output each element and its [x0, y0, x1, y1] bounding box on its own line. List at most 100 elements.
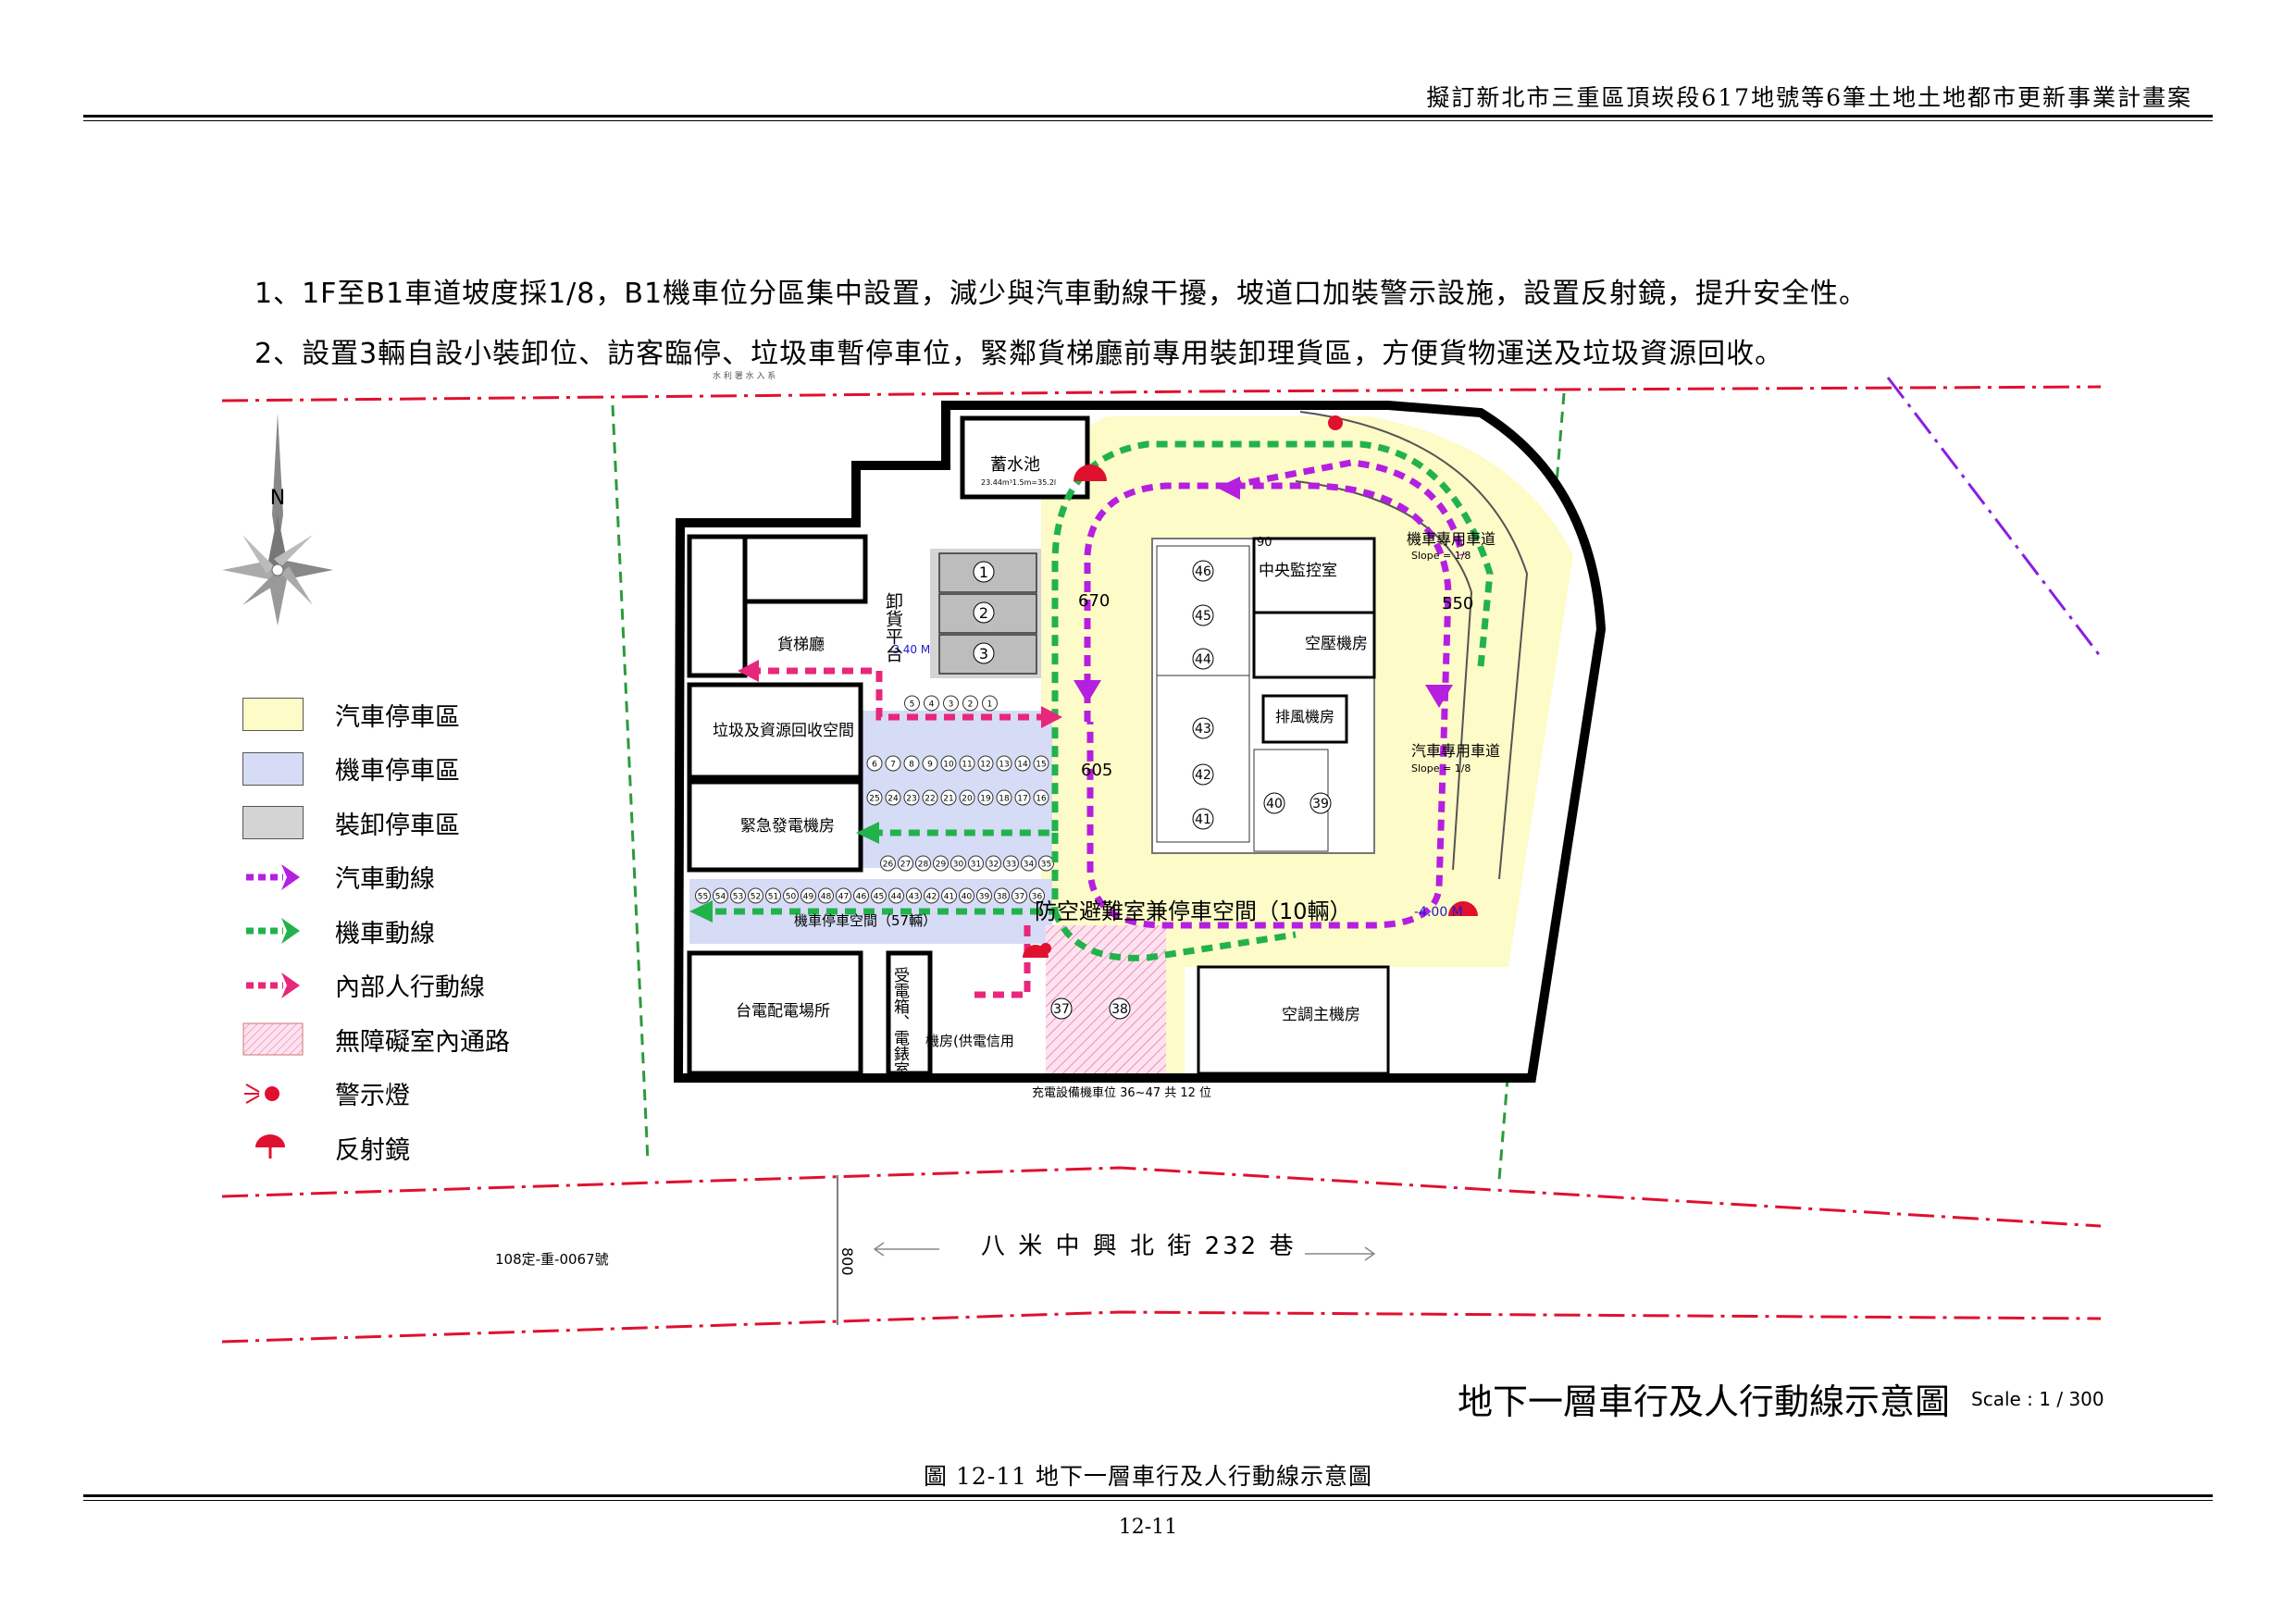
car-spot-46: 46 — [1192, 560, 1214, 582]
moto-spot-marker — [959, 789, 975, 806]
moto-spot-marker — [713, 887, 728, 904]
moto-spot-marker — [866, 789, 883, 806]
moto-route — [875, 440, 1494, 836]
moto-spot-marker — [962, 695, 978, 712]
room-power — [687, 950, 863, 1076]
moto-spot-19: 19 — [980, 795, 991, 804]
moto-spot-26: 26 — [883, 861, 894, 870]
moto-spot-marker — [880, 855, 896, 872]
legend-label: 機車動線 — [335, 919, 435, 948]
moto-spot-37: 37 — [1014, 893, 1024, 902]
legend-item-4: 機車動線 — [242, 912, 435, 949]
label-moto-area: 機車停車空間（57輛） — [794, 912, 937, 929]
svg-text:46: 46 — [1195, 564, 1211, 579]
svg-text:42: 42 — [1195, 768, 1211, 783]
moto-spot-marker — [968, 855, 984, 872]
label-unload-platform: 卸貨平台 — [883, 592, 903, 663]
moto-spot-48: 48 — [821, 893, 832, 902]
loading-spot-2: 2 — [979, 604, 988, 622]
moto-spot-marker — [695, 887, 711, 904]
car-arrow-2 — [1217, 477, 1240, 500]
car-spot-41: 41 — [1192, 808, 1214, 830]
moto-spot-39: 39 — [979, 893, 990, 902]
car-spot-45: 45 — [1192, 604, 1214, 626]
moto-spot-25: 25 — [869, 795, 879, 804]
header-rule-thin — [83, 120, 2213, 121]
label-garbage: 垃圾及資源回收空間 — [713, 722, 854, 740]
moto-spot-marker — [903, 789, 920, 806]
moto-spot-marker — [922, 789, 938, 806]
moto-spot-52: 52 — [751, 893, 761, 902]
moto-spot-marker — [1014, 789, 1031, 806]
legend-item-6: 無障礙室內通路 — [242, 1021, 510, 1058]
legend-label: 反射鏡 — [335, 1135, 410, 1165]
legend-swatch-icon — [242, 806, 304, 839]
label-exhaust: 排風機房 — [1275, 708, 1334, 725]
moto-spot-10: 10 — [943, 761, 954, 770]
moto-spot-marker — [976, 887, 992, 904]
car-spot-40: 40 — [1263, 792, 1285, 814]
moto-spot-marker — [915, 855, 931, 872]
moto-spot-marker — [1029, 887, 1045, 904]
walk-route — [750, 667, 1041, 721]
room-generator — [687, 779, 863, 873]
moto-spot-44: 44 — [891, 893, 902, 902]
moto-spot-marker — [924, 887, 939, 904]
lot-number: 108定-重-0067號 — [495, 1251, 609, 1268]
moto-spot-marker — [940, 755, 957, 772]
label-control: 中央監控室 — [1259, 562, 1337, 580]
moto-spot-46: 46 — [856, 893, 867, 902]
svg-text:39: 39 — [1312, 797, 1329, 812]
moto-spot-51: 51 — [768, 893, 778, 902]
label-car-ramp: 汽車專用車道 — [1411, 742, 1500, 760]
moto-spot-36: 36 — [1032, 893, 1043, 902]
moto-spot-marker — [933, 855, 949, 872]
moto-spot-marker — [986, 855, 1001, 872]
label-moto-ramp: 機車專用車道 — [1407, 530, 1496, 548]
moto-spot-marker — [1014, 755, 1031, 772]
walk-arrow-2 — [738, 660, 759, 682]
moto-spot-15: 15 — [1036, 761, 1046, 770]
moto-spot-1: 1 — [987, 700, 993, 710]
moto-spot-31: 31 — [971, 861, 981, 870]
svg-text:38: 38 — [1111, 1002, 1128, 1017]
note-1: 1、1F至B1車道坡度採1/8，B1機車位分區集中設置，減少與汽車動線干擾，坡道… — [254, 278, 1868, 310]
moto-spot-marker — [836, 887, 851, 904]
dashed-arrow-icon — [242, 914, 304, 948]
label-charging: 充電設備機車位 36~47 共 12 位 — [1032, 1085, 1211, 1100]
legend-item-8: 反射鏡 — [242, 1129, 410, 1166]
car-arrow-3 — [1425, 685, 1453, 708]
label-level-b: -4.00 M — [1414, 905, 1463, 920]
dashed-arrow-icon — [242, 861, 304, 894]
car-route-ramp — [1230, 459, 1466, 556]
footer-rule — [83, 1494, 2213, 1497]
moto-spot-marker — [996, 755, 1012, 772]
walk-arrow-1 — [1041, 706, 1062, 728]
moto-spot-marker — [885, 789, 901, 806]
room-exhaust — [1261, 694, 1348, 744]
moto-spot-marker — [950, 855, 966, 872]
legend-item-5: 內部人行動線 — [242, 967, 485, 1004]
moto-arrow-2 — [689, 900, 713, 923]
moto-spot-47: 47 — [838, 893, 849, 902]
label-ac-main: 空調主機房 — [1282, 1006, 1360, 1024]
street-name: 八 米 中 興 北 街 232 巷 — [981, 1233, 1296, 1260]
room-reservoir — [960, 415, 1090, 500]
ramp-outer — [1299, 411, 1529, 880]
moto-spot-marker — [943, 695, 959, 712]
moto-spot-marker — [904, 695, 920, 712]
svg-text:44: 44 — [1195, 652, 1211, 667]
moto-spot-5: 5 — [910, 700, 915, 710]
figure-caption: 圖 12-11 地下一層車行及人行動線示意圖 — [924, 1463, 1372, 1490]
moto-spot-marker — [940, 789, 957, 806]
moto-spot-marker — [977, 755, 994, 772]
moto-spot-marker — [996, 789, 1012, 806]
moto-spot-marker — [730, 887, 746, 904]
legend-item-0: 汽車停車區 — [242, 696, 460, 733]
moto-spot-29: 29 — [936, 861, 947, 870]
loading-spot-1: 1 — [979, 564, 988, 581]
moto-spot-27: 27 — [900, 861, 911, 870]
legend-swatch-icon — [242, 698, 304, 731]
moto-spot-marker — [959, 755, 975, 772]
moto-spot-6: 6 — [872, 761, 877, 770]
